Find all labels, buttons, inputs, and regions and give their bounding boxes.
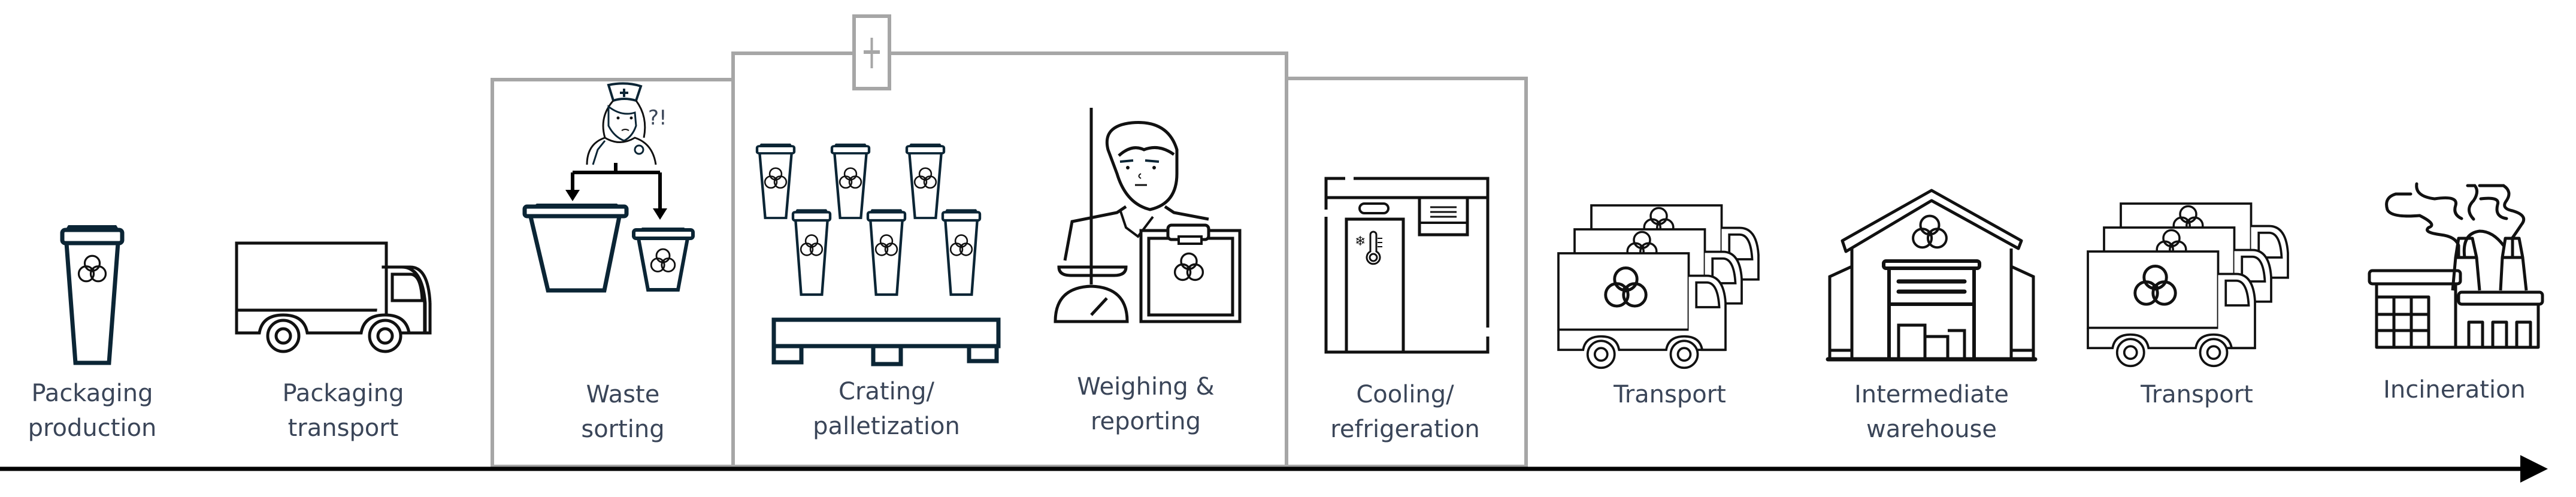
confusion-annotation: ?! — [648, 106, 667, 130]
scale-icon — [1054, 108, 1129, 323]
person-scale-clipboard-icon — [1054, 108, 1242, 323]
refrigeration-unit-icon: ❄ — [1324, 177, 1490, 354]
step-label-transport-1: Transport — [1614, 381, 1726, 408]
step-label-transport-2: Transport — [2141, 381, 2253, 408]
step-label-crating-palletization: Crating/palletization — [813, 378, 960, 440]
clipboard-icon — [1139, 223, 1242, 323]
pallet-icon — [771, 317, 1001, 366]
incineration-plant-icon — [2368, 182, 2544, 349]
truck-icon — [235, 241, 432, 353]
plus-icon — [864, 38, 880, 68]
svg-text:❄: ❄ — [1355, 234, 1366, 249]
split-arrows-icon — [565, 163, 667, 220]
biohazard-truck-fleet-icon — [1558, 253, 1559, 254]
nurse-sorting-waste-icon: ?! — [522, 82, 695, 293]
expand-group-button[interactable] — [852, 14, 891, 90]
arrowhead-icon — [2520, 455, 2548, 483]
group-frame-cooling — [1285, 77, 1528, 468]
general-waste-bin-icon — [522, 204, 629, 293]
thermometer-snowflake-icon: ❄ — [1355, 231, 1382, 265]
biohazard-warehouse-icon — [1826, 189, 2038, 362]
nurse-icon — [586, 82, 657, 165]
pallet-containers-icon — [0, 0, 1001, 366]
timeline-arrow — [0, 455, 2548, 483]
biohazard-bin-icon — [632, 228, 695, 292]
smoke-icon — [2385, 182, 2526, 259]
step-label-cooling-refrigeration: Cooling/refrigeration — [1330, 381, 1480, 443]
person-icon — [1063, 121, 1209, 261]
step-label-weighing-reporting: Weighing &reporting — [1077, 373, 1215, 435]
step-label-incineration: Incineration — [2383, 376, 2526, 404]
